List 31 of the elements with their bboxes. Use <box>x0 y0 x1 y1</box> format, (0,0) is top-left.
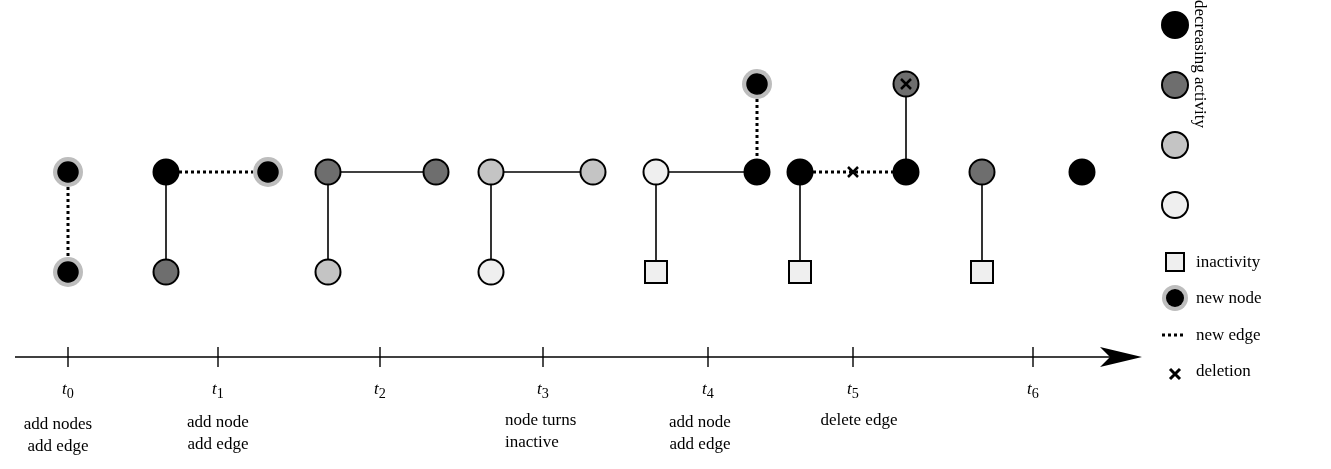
dotted-edge <box>755 99 759 159</box>
edge-line <box>981 184 983 262</box>
edge-line <box>905 96 907 160</box>
time-label: t$_{1}$ <box>212 379 224 398</box>
legend-text: new node <box>1196 289 1262 306</box>
time-label: t$_{2}$ <box>374 379 386 398</box>
time-label: t$_{3}$ <box>537 379 549 398</box>
event-description: add nodes add edge <box>23 414 93 456</box>
legend-text: deletion <box>1196 362 1251 379</box>
edge-line <box>327 184 329 260</box>
edge-line <box>655 184 657 262</box>
edge-line <box>799 184 801 262</box>
time-label: t$_{0}$ <box>62 379 74 398</box>
legend-text: new edge <box>1196 326 1261 343</box>
event-description: add node add edge <box>669 412 731 454</box>
event-description: add node add edge <box>187 412 249 454</box>
legend-text: inactivity <box>1196 253 1261 270</box>
edge-line <box>668 171 745 173</box>
edge-line <box>503 171 581 173</box>
event-description: node turns inactive <box>505 410 577 452</box>
time-label: t$_{6}$ <box>1027 379 1039 398</box>
event-description: delete edge <box>820 410 898 429</box>
edge-line <box>340 171 424 173</box>
edge-line <box>490 184 492 260</box>
dotted-edge <box>179 170 253 174</box>
time-label: t$_{5}$ <box>847 379 859 398</box>
time-label: t$_{4}$ <box>702 379 714 398</box>
legend-text: decreasing activity <box>1192 0 1209 128</box>
dotted-edge <box>813 170 893 174</box>
edge-line <box>165 184 167 260</box>
dotted-edge <box>66 187 70 257</box>
